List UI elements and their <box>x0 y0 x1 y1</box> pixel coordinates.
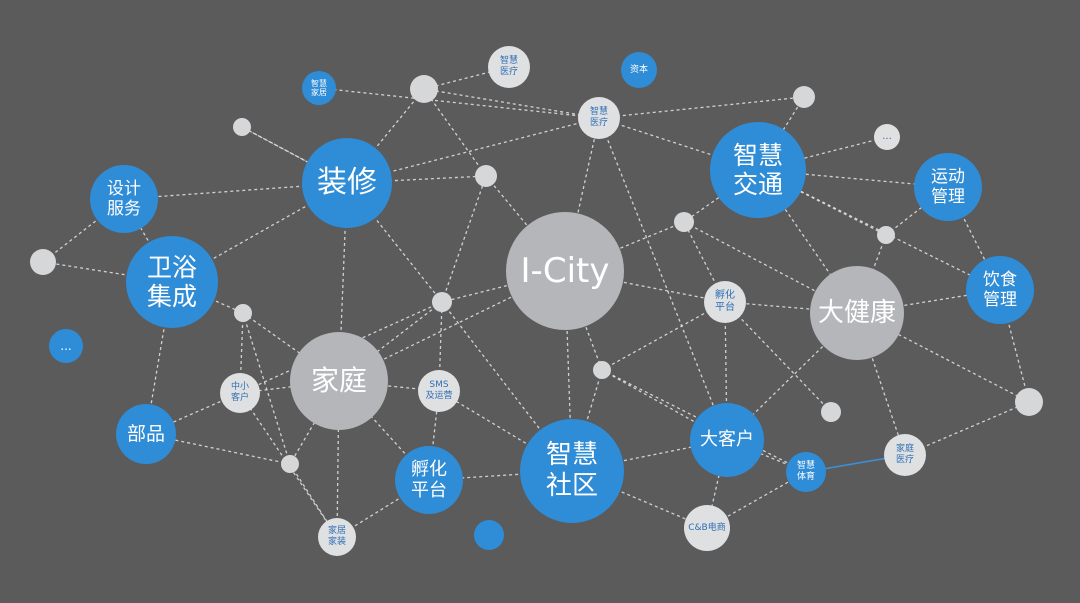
node-c2b-dianshang-label: C&B电商 <box>688 522 726 533</box>
edge-dot-top-1-to-node-zhihui-yiliao-mid <box>423 88 600 119</box>
node-dajiankang-label: 大健康 <box>817 297 896 328</box>
node-dajiankang: 大健康 <box>810 266 904 360</box>
node-zhihui-shequ-label: 智慧 社区 <box>545 440 598 501</box>
dot-right-edge <box>1015 388 1043 416</box>
node-yundong-guanli: 运动 管理 <box>914 153 982 221</box>
edge-node-fuhua-pingtai-right-to-dot-right-2 <box>724 301 832 413</box>
node-zhihui-yiliao-mid-label: 智慧 医疗 <box>589 107 608 128</box>
node-jiating-yiliao-label: 家庭 医疗 <box>895 444 914 465</box>
node-jiaju-jiazhuang: 家居 家装 <box>318 518 356 556</box>
node-icity-label: I-City <box>520 250 610 291</box>
node-zhihui-tiyu-label: 智慧 体育 <box>796 461 815 482</box>
edge-node-zhihui-yiliao-mid-to-node-dakehu <box>598 117 728 441</box>
node-sms-yunying-label: SMS 及运营 <box>425 380 453 401</box>
edge-dot-left-mid-to-dot-bottom-left <box>242 312 291 465</box>
edge-node-fuhua-pingtai-bottom-to-node-jiating <box>338 380 430 481</box>
node-xiaochanping-label: 智慧 家居 <box>311 78 327 97</box>
node-jiating-yiliao: 家庭 医疗 <box>884 434 926 476</box>
dot-center-3 <box>593 361 611 379</box>
node-zhihui-yiliao-mid: 智慧 医疗 <box>578 97 620 139</box>
node-jiating: 家庭 <box>290 332 388 430</box>
node-weiyu-jicheng-label: 卫浴 集成 <box>146 252 197 312</box>
node-weiyu-jicheng: 卫浴 集成 <box>126 236 218 328</box>
dot-right-1 <box>877 226 895 244</box>
dot-center-2 <box>432 292 452 312</box>
dot-right-2 <box>821 402 841 422</box>
node-ellipsis-left: ... <box>49 329 83 363</box>
node-yinshi-guanli-label: 饮食 管理 <box>983 269 1017 310</box>
node-fuhua-pingtai-right: 孵化 平台 <box>704 281 746 323</box>
edge-node-dajiankang-to-node-fuhua-pingtai-right <box>724 301 858 314</box>
node-zhuangxiu: 装修 <box>302 138 392 228</box>
dot-bottom-left <box>281 455 299 473</box>
edge-dot-center-2-to-dot-center-top <box>441 175 487 303</box>
node-zhihui-jiaotong: 智慧 交通 <box>710 122 806 218</box>
edge-node-jiating-to-dot-center-2 <box>338 301 443 382</box>
edge-node-sheji-fuwu-to-dot-left-edge <box>42 198 125 263</box>
dot-top-right <box>793 86 815 108</box>
edge-dot-right-edge-to-node-dajiankang <box>856 312 1030 403</box>
node-yundong-guanli-label: 运动 管理 <box>931 166 965 207</box>
node-c2b-dianshang: C&B电商 <box>684 505 730 551</box>
edge-dot-right-1-to-node-dajiankang <box>856 234 887 314</box>
dot-left-mid <box>234 304 252 322</box>
dot-center-top <box>475 165 497 187</box>
node-ellipsis-right-label: ... <box>882 131 892 143</box>
node-zhihui-jiaotong-label: 智慧 交通 <box>732 140 783 200</box>
node-fuhua-pingtai-bottom: 孵化 平台 <box>395 446 463 514</box>
node-sms-yunying: SMS 及运营 <box>418 370 460 412</box>
node-jiaju-jiazhuang-label: 家居 家装 <box>327 526 346 547</box>
node-bupin: 部品 <box>116 404 176 464</box>
dot-left-edge <box>30 249 56 275</box>
node-zhihui-shequ: 智慧 社区 <box>520 419 624 523</box>
dot-center-1 <box>674 212 694 232</box>
node-ziben: 资本 <box>621 52 657 88</box>
edge-node-zhihui-yiliao-mid-to-dot-top-right <box>598 96 805 119</box>
node-zhongxiao-kehu-label: 中小 客户 <box>230 382 249 403</box>
node-jiating-label: 家庭 <box>310 364 367 398</box>
node-blue-dot-bottom <box>474 520 504 550</box>
edge-node-jiating-to-node-zhongxiao-kehu <box>239 380 340 394</box>
edge-dot-right-edge-to-node-jiating-yiliao <box>904 401 1030 456</box>
edge-node-zhuangxiu-to-dot-center-top <box>346 175 487 184</box>
node-sheji-fuwu-label: 设计 服务 <box>107 178 141 219</box>
node-zhongxiao-kehu: 中小 客户 <box>220 373 260 413</box>
node-fuhua-pingtai-right-label: 孵化 平台 <box>715 290 735 313</box>
node-zhihui-yiliao-top-label: 智慧 医疗 <box>499 56 518 77</box>
node-zhihui-tiyu: 智慧 体育 <box>786 452 826 492</box>
edge-node-weiyu-jicheng-to-dot-left-edge <box>42 261 173 283</box>
node-bupin-label: 部品 <box>126 422 165 445</box>
edge-node-zhihui-yiliao-mid-to-node-xiaochanping <box>318 87 600 119</box>
edge-node-sms-yunying-to-node-jiating <box>338 380 440 392</box>
edge-node-zhihui-jiaotong-to-node-ellipsis-right <box>757 136 888 171</box>
node-zhihui-yiliao-top: 智慧 医疗 <box>488 46 530 88</box>
node-dakehu: 大客户 <box>690 403 764 477</box>
edge-dot-right-1-to-node-yundong-guanli <box>885 186 949 236</box>
node-zhuangxiu-label: 装修 <box>317 165 377 201</box>
node-sheji-fuwu: 设计 服务 <box>90 165 158 233</box>
dot-top-1 <box>410 75 438 103</box>
node-icity: I-City <box>506 212 624 330</box>
node-ziben-label: 资本 <box>629 64 648 75</box>
edge-dot-left-top-to-node-zhuangxiu <box>241 126 348 184</box>
node-xiaochanping: 智慧 家居 <box>302 71 336 105</box>
node-ellipsis-left-label: ... <box>60 338 72 353</box>
node-dakehu-label: 大客户 <box>700 429 754 451</box>
dot-left-top <box>233 118 251 136</box>
node-yinshi-guanli: 饮食 管理 <box>966 256 1034 324</box>
node-fuhua-pingtai-bottom-label: 孵化 平台 <box>411 458 447 501</box>
node-ellipsis-right: ... <box>874 124 900 150</box>
